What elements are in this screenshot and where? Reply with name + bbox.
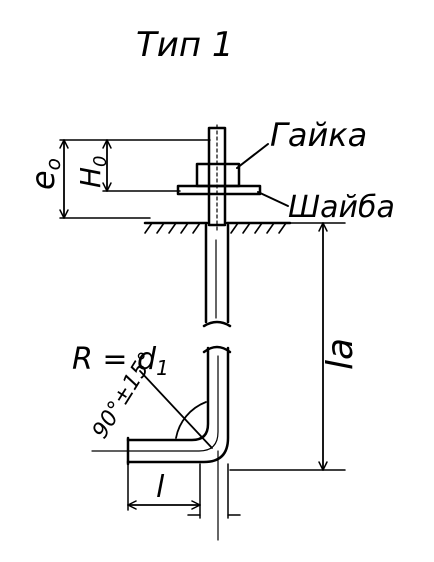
dimension-l [127, 463, 241, 519]
svg-text:eo: eo [24, 158, 65, 190]
dimension-la [229, 222, 346, 471]
svg-text:la: la [320, 338, 361, 370]
h0-label: H0 [74, 155, 111, 188]
washer-shape [176, 184, 262, 196]
foundation-surface [143, 221, 292, 234]
dimension-h0 [102, 139, 181, 192]
bolt-shank-upper [202, 223, 232, 328]
nut-label: Гайка [270, 116, 367, 154]
drawing-title: Тип 1 [136, 25, 234, 65]
washer-label: Шайба [288, 190, 395, 225]
e0-label: eo [24, 158, 65, 190]
washer-leader-line [257, 191, 289, 207]
l-label: l [156, 470, 165, 505]
dimension-e0 [59, 139, 211, 219]
bolt-bent-end [91, 345, 232, 541]
la-label: la [320, 338, 361, 370]
radius-label: R = d1 [72, 342, 169, 380]
nut-leader-line [236, 143, 269, 169]
svg-text:H0: H0 [74, 155, 111, 188]
angle-arc [175, 401, 207, 439]
nut-shape [195, 162, 241, 188]
radius-leader-line [139, 370, 213, 449]
bolt-threaded-end [207, 124, 227, 233]
